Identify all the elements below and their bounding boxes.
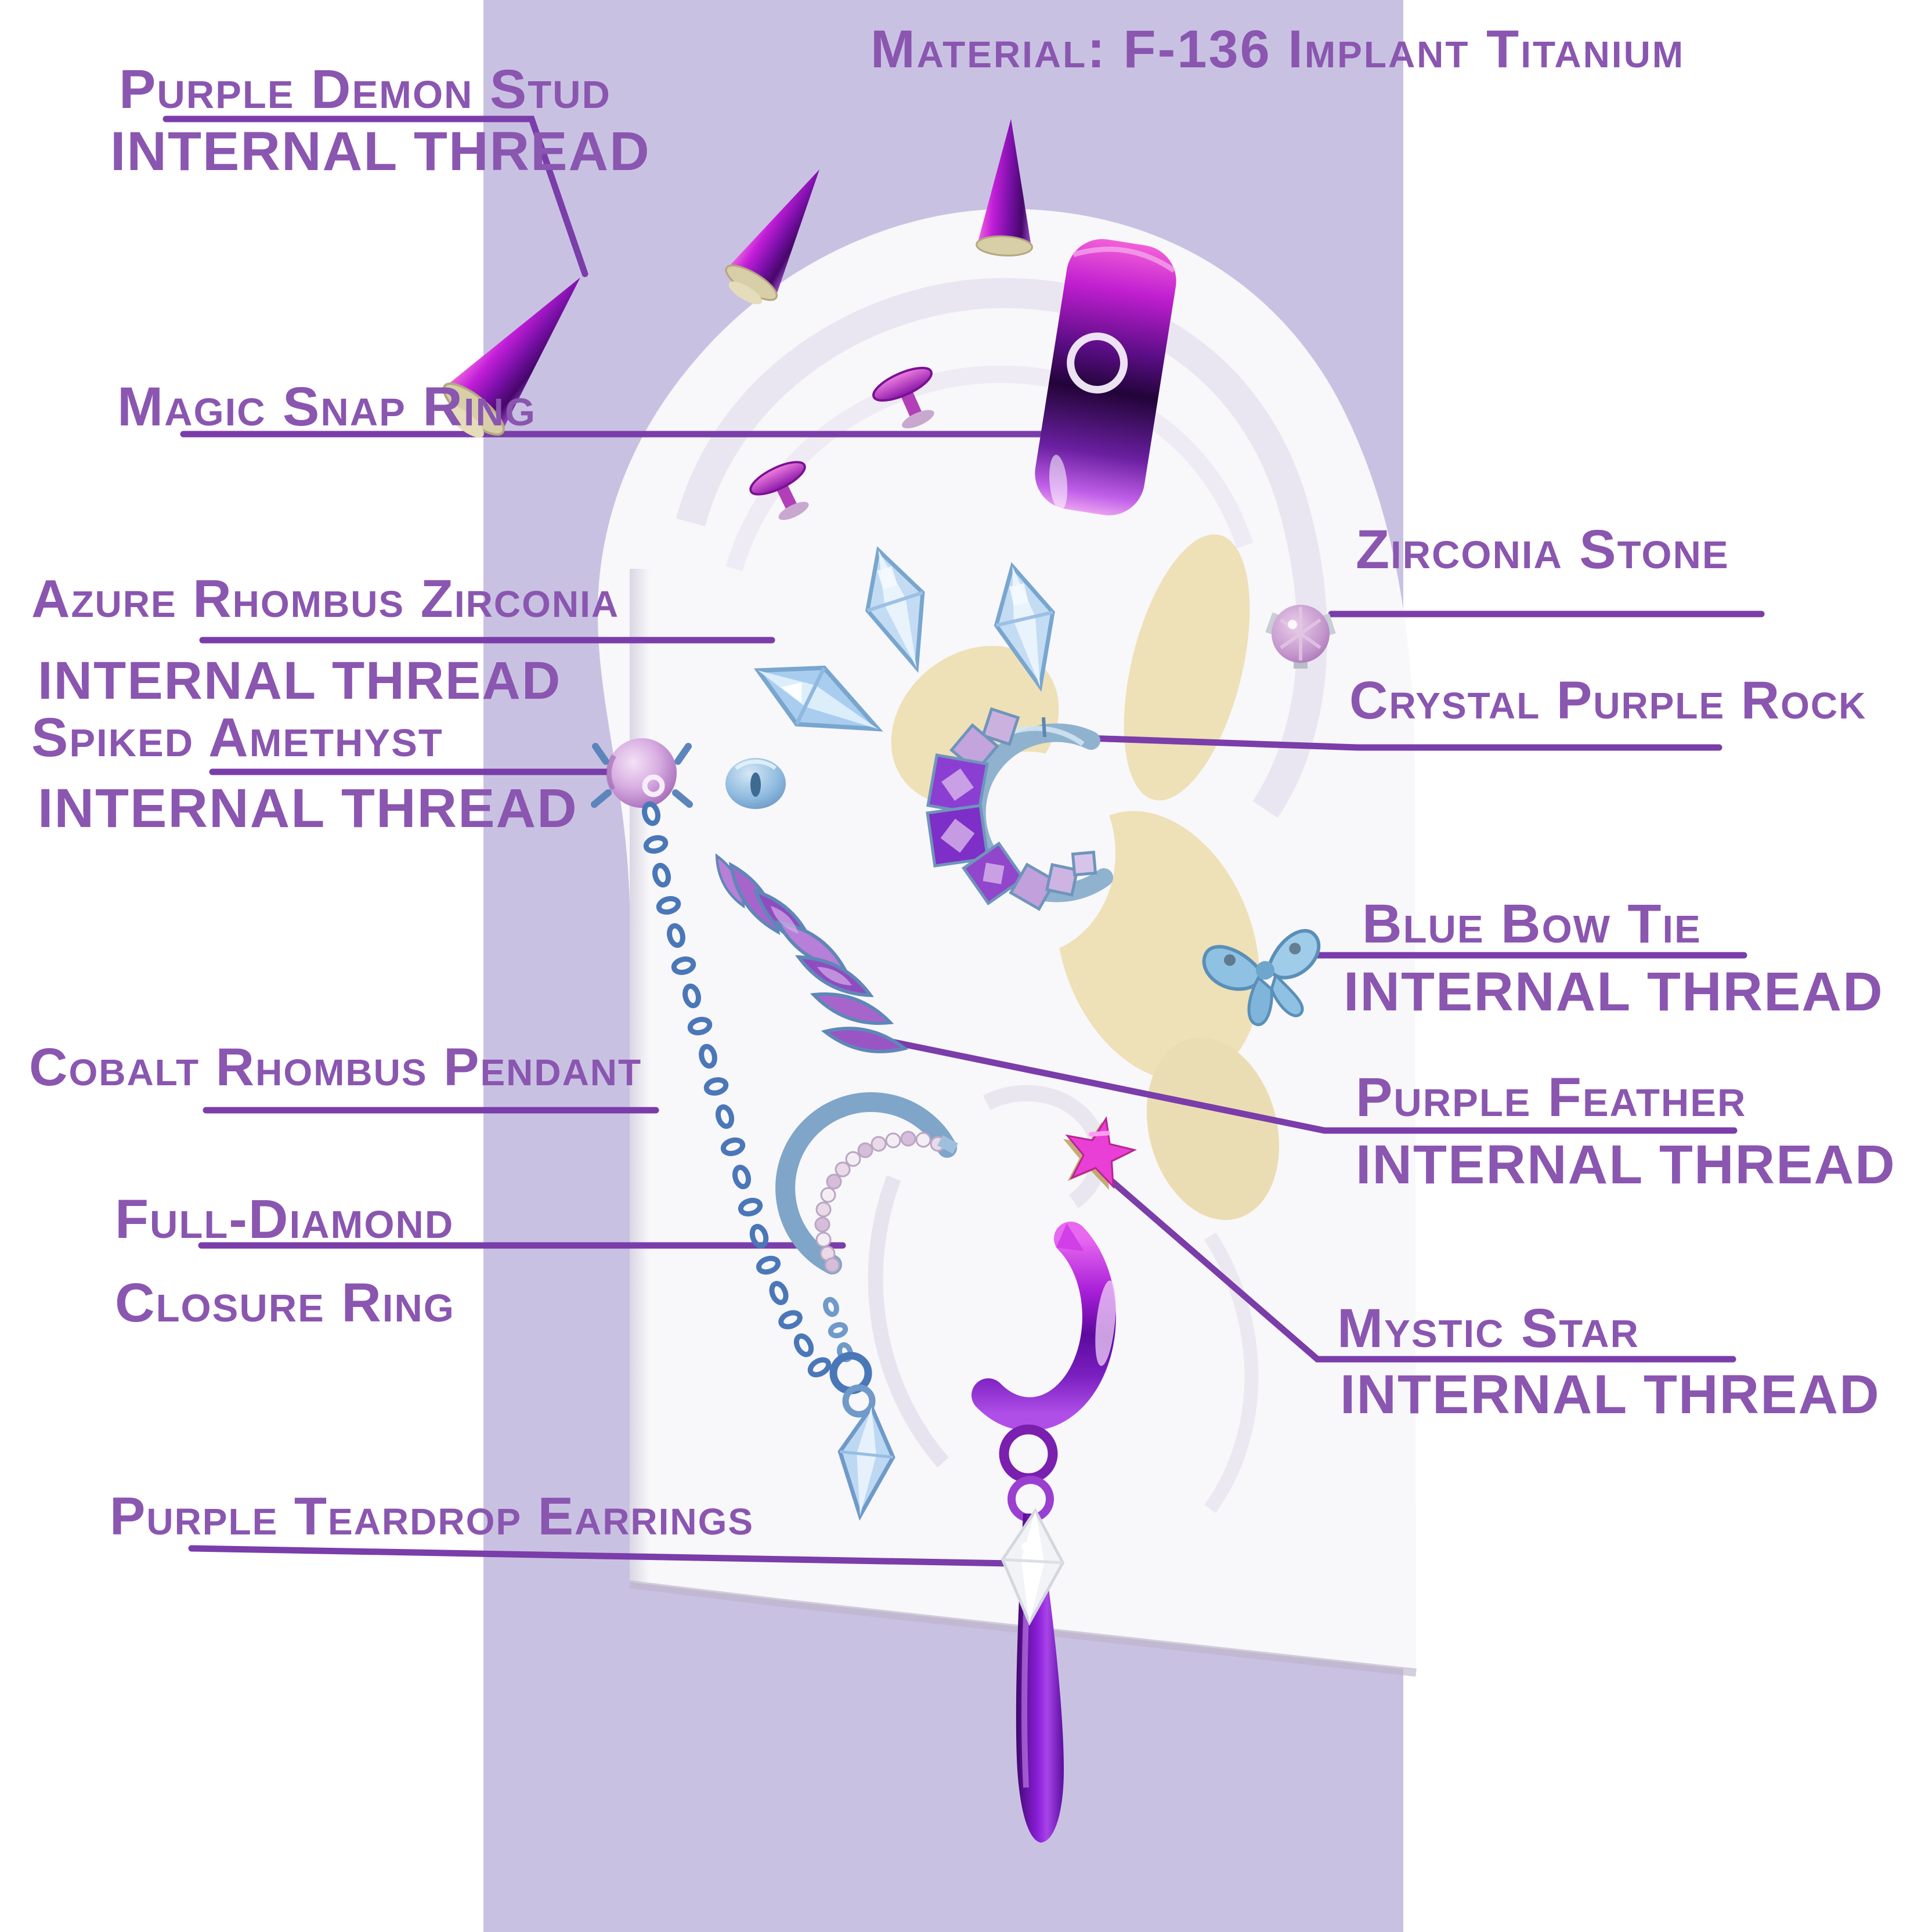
- leader-purple-feather: [868, 1034, 1738, 1134]
- label-spiked-amethyst: Spiked Amethyst: [31, 707, 443, 768]
- full-diamond-closure-ring: [775, 1092, 958, 1274]
- label-purple-feather-sub: INTERNAL THREAD: [1356, 1134, 1896, 1196]
- label-full-diamond: Full-Diamond: [115, 1189, 454, 1250]
- zirconia-stone-stud: [1265, 605, 1336, 669]
- flat-disc-stud-2: [749, 461, 809, 520]
- label-purple-feather: Purple Feather: [1356, 1067, 1747, 1128]
- mystic-star-stud: [1063, 1116, 1137, 1190]
- purple-teardrop-hoop: [972, 1222, 1116, 1431]
- ear-stand: [597, 208, 1417, 1677]
- leader-crystal-purple-rock: [1086, 735, 1722, 751]
- leader-purple-demon-stud: [162, 115, 588, 277]
- label-blue-bow-tie-sub: INTERNAL THREAD: [1344, 961, 1884, 1023]
- magic-snap-ring: [1035, 239, 1176, 516]
- kite-zirconia-stud-3: [753, 665, 883, 732]
- teardrop-dangle: [999, 1424, 1065, 1843]
- label-mystic-star: Mystic Star: [1337, 1298, 1640, 1359]
- label-material-title: Material: F-136 Implant Titanium: [871, 20, 1685, 79]
- label-azure-rhombus: Azure Rhombus Zirconia: [31, 569, 620, 629]
- label-magic-snap-ring: Magic Snap Ring: [117, 376, 536, 438]
- flat-disc-stud-1: [872, 367, 934, 429]
- leader-mystic-star: [1106, 1176, 1736, 1363]
- label-zirconia-stone: Zirconia Stone: [1356, 519, 1729, 580]
- label-blue-bow-tie: Blue Bow Tie: [1362, 893, 1702, 955]
- label-purple-teardrop: Purple Teardrop Earrings: [110, 1487, 754, 1546]
- blue-bow-tie-stud: [1202, 929, 1321, 1026]
- kite-zirconia-stud-1: [865, 546, 925, 673]
- cobalt-rhombus-pendant: [829, 1352, 895, 1521]
- label-azure-rhombus-sub: INTERNAL THREAD: [38, 651, 562, 710]
- purple-feather-climber: [715, 853, 909, 1053]
- blue-cone-bead-stud: [725, 758, 786, 809]
- label-crystal-purple-rock: Crystal Purple Rock: [1349, 671, 1867, 730]
- label-purple-demon-stud: Purple Demon Stud: [119, 59, 611, 120]
- spiked-amethyst-stud: [591, 738, 693, 808]
- purple-demon-spike-3: [976, 119, 1033, 257]
- kite-zirconia-stud-2: [994, 562, 1055, 692]
- crystal-purple-rock-ring: [926, 707, 1113, 911]
- leader-purple-teardrop: [188, 1545, 1014, 1567]
- purple-demon-spike-1: [442, 277, 580, 438]
- label-mystic-star-sub: INTERNAL THREAD: [1340, 1364, 1880, 1425]
- label-spiked-amethyst-sub: INTERNAL THREAD: [38, 778, 578, 839]
- label-purple-demon-stud-sub: INTERNAL THREAD: [110, 121, 651, 182]
- label-cobalt-pendant: Cobalt Rhombus Pendant: [29, 1038, 642, 1097]
- purple-demon-spike-2: [725, 169, 819, 305]
- label-closure-ring: Closure Ring: [115, 1272, 455, 1334]
